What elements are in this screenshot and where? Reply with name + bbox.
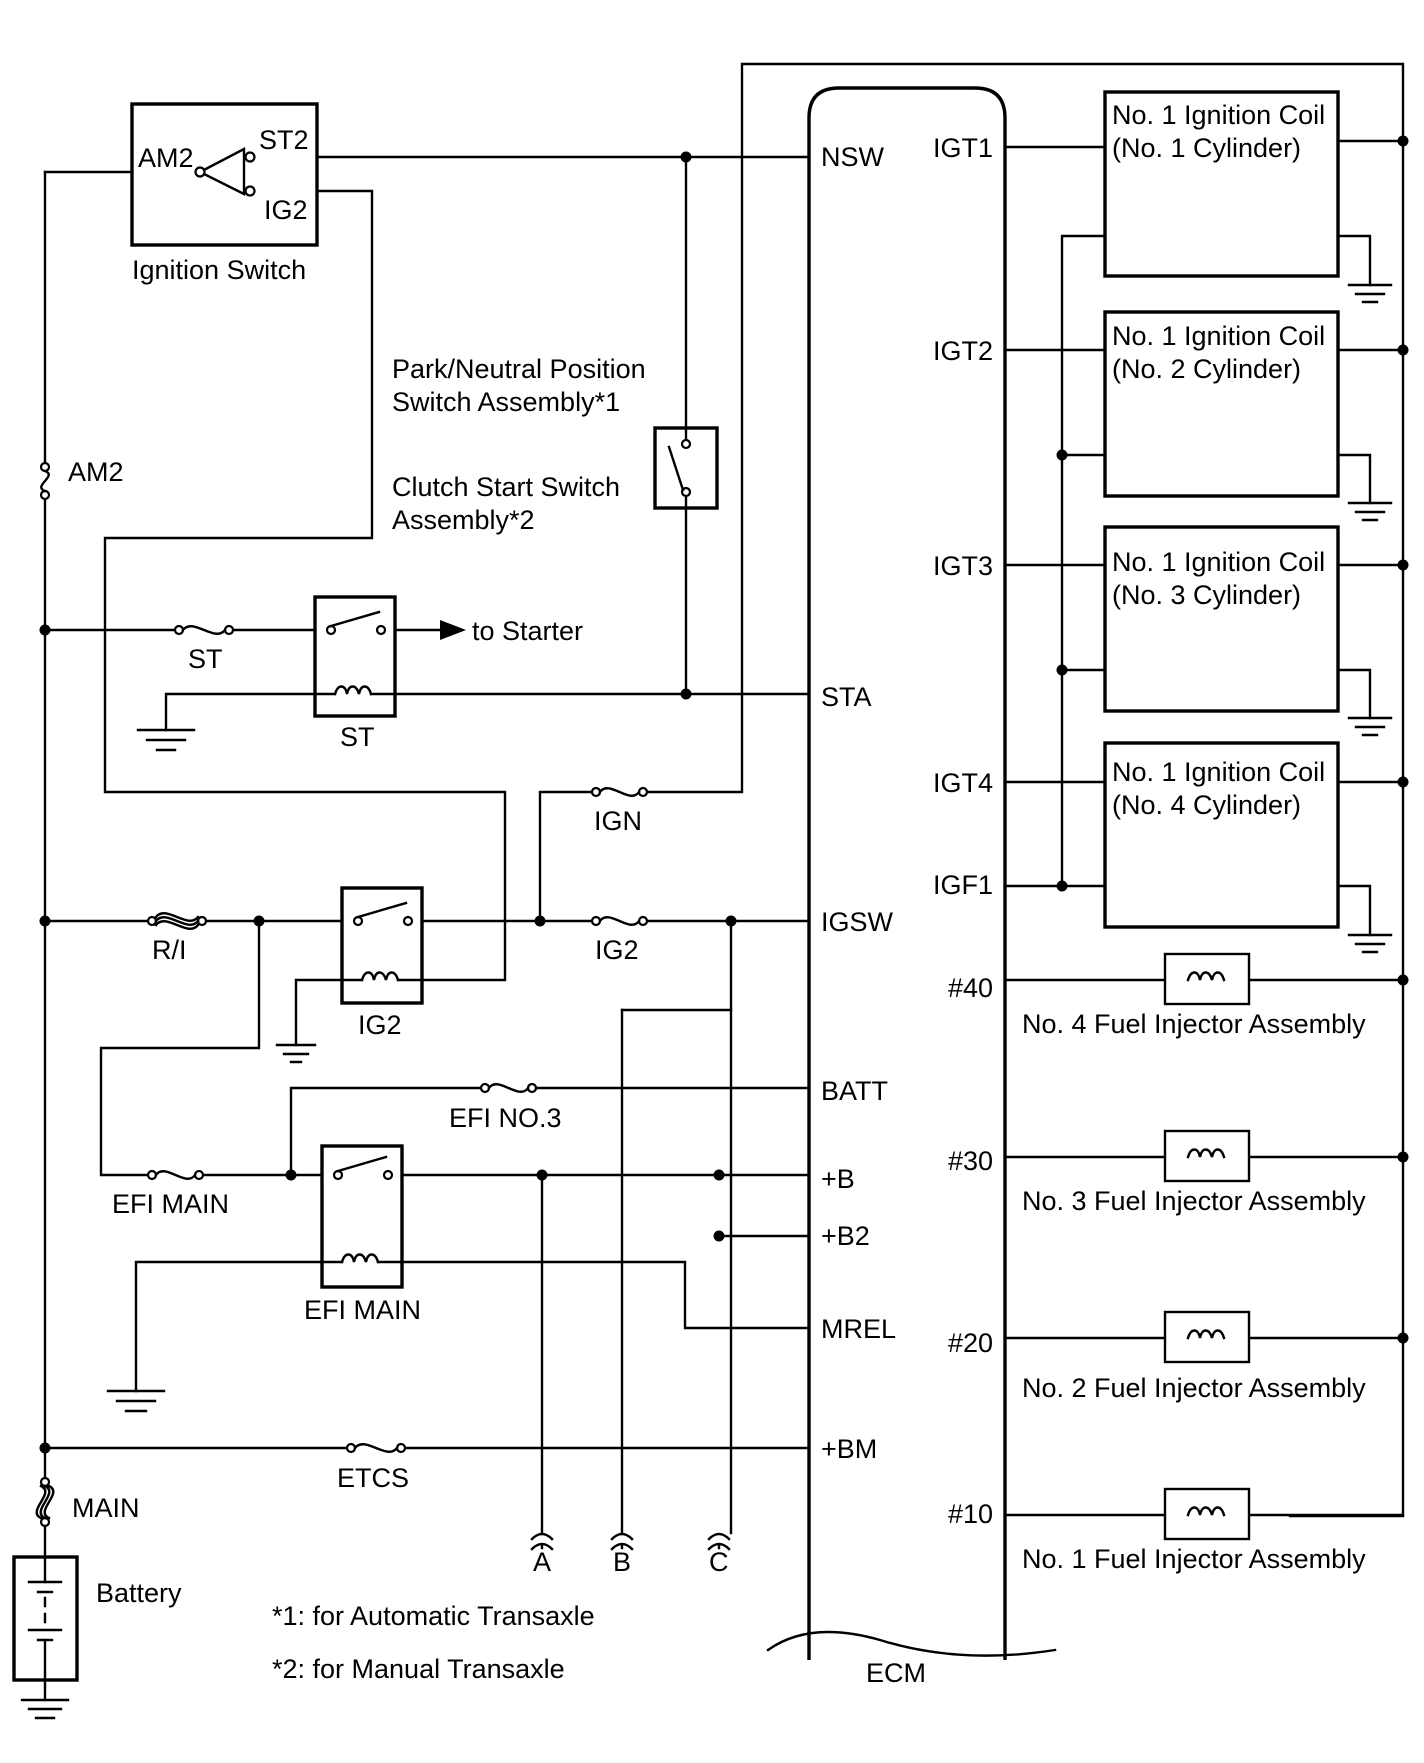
injector-3-label: No. 3 Fuel Injector Assembly <box>1022 1186 1366 1216</box>
ecm-pin-mrel: MREL <box>821 1314 896 1344</box>
ecm-pin-igt3: IGT3 <box>933 551 993 581</box>
ground-icon <box>1347 501 1393 522</box>
fuse-st-label: ST <box>188 644 223 674</box>
fuse-efi-main: EFI MAIN <box>112 1169 229 1219</box>
ecm-pin-igt1: IGT1 <box>933 133 993 163</box>
relay-st: ST <box>313 595 397 752</box>
ignition-coil-4: No. 1 Ignition Coil (No. 4 Cylinder) <box>1103 741 1340 929</box>
relay-st-label: ST <box>340 722 375 752</box>
connector-a-label: A <box>533 1547 551 1577</box>
connector-c-label: C <box>709 1547 729 1577</box>
ecm-pin-igt2: IGT2 <box>933 336 993 366</box>
ignition-switch: AM2 ST2 IG2 Ignition Switch <box>130 102 319 285</box>
coil-2-label-line1: No. 1 Ignition Coil <box>1112 321 1325 351</box>
fuse-ri-label: R/I <box>152 935 187 965</box>
fuse-ri: R/I <box>146 912 208 965</box>
starter-arrow: to Starter <box>440 616 583 646</box>
coil-4-label-line2: (No. 4 Cylinder) <box>1112 790 1301 820</box>
to-starter-label: to Starter <box>472 616 583 646</box>
ecm-pin-20: #20 <box>948 1328 993 1358</box>
coil-3-label-line2: (No. 3 Cylinder) <box>1112 580 1301 610</box>
ecm-pin-nsw: NSW <box>821 142 885 172</box>
injector-1-label: No. 1 Fuel Injector Assembly <box>1022 1544 1366 1574</box>
ecm-pin-30: #30 <box>948 1146 993 1176</box>
fuse-efi-no3-label: EFI NO.3 <box>449 1103 562 1133</box>
ground-icon <box>275 1043 317 1064</box>
fuse-ign-label: IGN <box>594 806 642 836</box>
ground-icon <box>106 1389 166 1413</box>
ignition-switch-title: Ignition Switch <box>132 255 306 285</box>
ecm-pin-sta: STA <box>821 682 872 712</box>
relay-ig2: IG2 <box>340 886 424 1040</box>
ground-symbols <box>20 283 1393 1720</box>
ignition-switch-ig2-label: IG2 <box>264 195 308 225</box>
park-neutral-clutch-switch: Park/Neutral Position Switch Assembly*1 … <box>392 354 719 535</box>
connector-breaks: A B C <box>530 1532 731 1577</box>
ecm-pin-igsw: IGSW <box>821 907 894 937</box>
ignition-coil-2: No. 1 Ignition Coil (No. 2 Cylinder) <box>1103 310 1340 498</box>
clutch-switch-label-line2: Assembly*2 <box>392 505 535 535</box>
connector-b-label: B <box>613 1547 631 1577</box>
ecm-pin-40: #40 <box>948 973 993 1003</box>
fuse-am2: AM2 <box>39 457 124 501</box>
note-automatic-transaxle: *1: for Automatic Transaxle <box>272 1601 595 1631</box>
fuel-injector-2: No. 2 Fuel Injector Assembly <box>1022 1310 1366 1403</box>
ecm-pin-b: +B <box>821 1164 855 1194</box>
coil-4-label-line1: No. 1 Ignition Coil <box>1112 757 1325 787</box>
fuse-etcs-label: ETCS <box>337 1463 409 1493</box>
relay-efi-main: EFI MAIN <box>304 1144 421 1325</box>
fuse-ig2-label: IG2 <box>595 935 639 965</box>
fuse-st: ST <box>173 624 235 674</box>
ground-icon <box>1347 933 1393 954</box>
ignition-switch-am2-label: AM2 <box>138 143 194 173</box>
pnp-switch-label-line1: Park/Neutral Position <box>392 354 646 384</box>
battery-label: Battery <box>96 1578 182 1608</box>
coil-3-label-line1: No. 1 Ignition Coil <box>1112 547 1325 577</box>
fuse-etcs: ETCS <box>337 1442 409 1493</box>
ground-icon <box>1347 716 1393 737</box>
junction-dots <box>39 135 1409 1454</box>
relay-efi-main-label: EFI MAIN <box>304 1295 421 1325</box>
fuel-injector-4: No. 4 Fuel Injector Assembly <box>1022 952 1366 1039</box>
ignition-switch-st2-label: ST2 <box>259 125 309 155</box>
battery: Battery <box>12 1555 182 1682</box>
ecm-label: ECM <box>866 1658 926 1688</box>
ecm-pin-igf1: IGF1 <box>933 870 993 900</box>
injector-2-label: No. 2 Fuel Injector Assembly <box>1022 1373 1366 1403</box>
ecm-pin-bm: +BM <box>821 1434 877 1464</box>
fuse-efi-main-label: EFI MAIN <box>112 1189 229 1219</box>
fuse-main: MAIN <box>35 1476 140 1528</box>
ground-icon <box>1347 283 1393 304</box>
ignition-coil-3: No. 1 Ignition Coil (No. 3 Cylinder) <box>1103 525 1340 713</box>
coil-2-label-line2: (No. 2 Cylinder) <box>1112 354 1301 384</box>
ecm-pin-igt4: IGT4 <box>933 768 993 798</box>
ecm-pin-10: #10 <box>948 1499 993 1529</box>
ignition-coil-1: No. 1 Ignition Coil (No. 1 Cylinder) <box>1103 90 1340 278</box>
fuse-main-label: MAIN <box>72 1493 140 1523</box>
ground-icon <box>20 1698 70 1720</box>
fuse-am2-label: AM2 <box>68 457 124 487</box>
coil-1-label-line1: No. 1 Ignition Coil <box>1112 100 1325 130</box>
relay-ig2-label: IG2 <box>358 1010 402 1040</box>
fuel-injector-3: No. 3 Fuel Injector Assembly <box>1022 1129 1366 1216</box>
fuse-ign: IGN <box>590 786 649 836</box>
injector-4-label: No. 4 Fuel Injector Assembly <box>1022 1009 1366 1039</box>
pnp-switch-label-line2: Switch Assembly*1 <box>392 387 620 417</box>
note-manual-transaxle: *2: for Manual Transaxle <box>272 1654 565 1684</box>
fuse-ig2: IG2 <box>590 915 649 965</box>
ecm-pin-b2: +B2 <box>821 1221 870 1251</box>
fuse-efi-no3: EFI NO.3 <box>449 1082 562 1133</box>
clutch-switch-label-line1: Clutch Start Switch <box>392 472 620 502</box>
ecm-pin-batt: BATT <box>821 1076 888 1106</box>
ground-icon <box>136 728 196 752</box>
ecm: ECM NSW STA IGSW BATT +B +B2 MREL +BM IG… <box>766 86 1057 1688</box>
coil-1-label-line2: (No. 1 Cylinder) <box>1112 133 1301 163</box>
fuel-injector-1: No. 1 Fuel Injector Assembly <box>1022 1487 1366 1574</box>
